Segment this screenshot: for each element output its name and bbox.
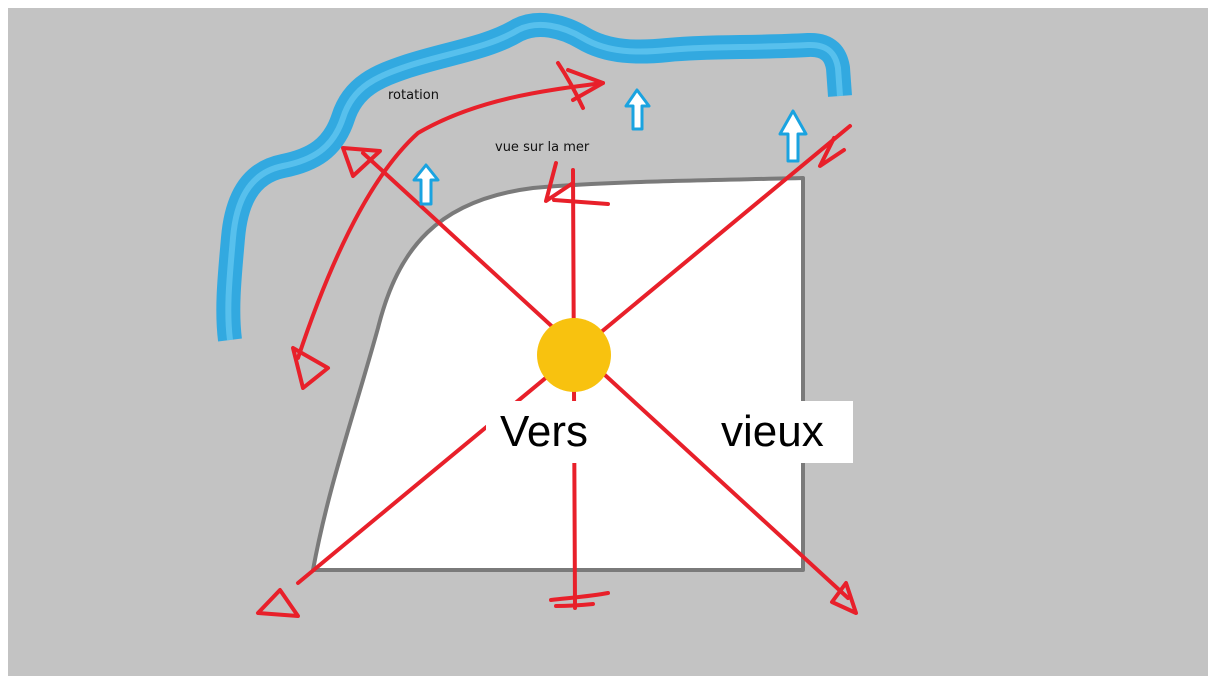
sun-icon: [537, 318, 611, 392]
arrow-head-sw: [256, 588, 300, 618]
arrow-head-south: [549, 591, 610, 608]
vieux-label: vieux: [721, 407, 824, 456]
up-arrow-icon: [624, 88, 651, 131]
vieux-label-box: [705, 401, 853, 463]
arrow-head-ne: [818, 136, 846, 168]
rotation-head-bottom: [291, 346, 330, 390]
arrow-head-se: [830, 581, 858, 615]
up-arrow-icon: [412, 163, 440, 206]
river-highlight: [225, 21, 843, 341]
up-arrows: [412, 88, 808, 206]
rotation-arrow: [296, 81, 605, 360]
arrow-head-nw: [341, 146, 382, 178]
vers-label: Vers: [500, 407, 589, 456]
vers-label-box: [486, 401, 606, 463]
up-arrow-icon: [778, 109, 808, 163]
rotation-label: rotation: [388, 88, 439, 103]
arrow-head-north: [544, 161, 610, 206]
diagram-canvas: rotation vue sur la mer Vers vieux: [8, 8, 1208, 676]
rotation-head-top: [556, 61, 605, 110]
diagram-svg: [216, 12, 858, 618]
arrow-nw-se: [361, 151, 850, 600]
sea-view-label: vue sur la mer: [495, 140, 590, 155]
